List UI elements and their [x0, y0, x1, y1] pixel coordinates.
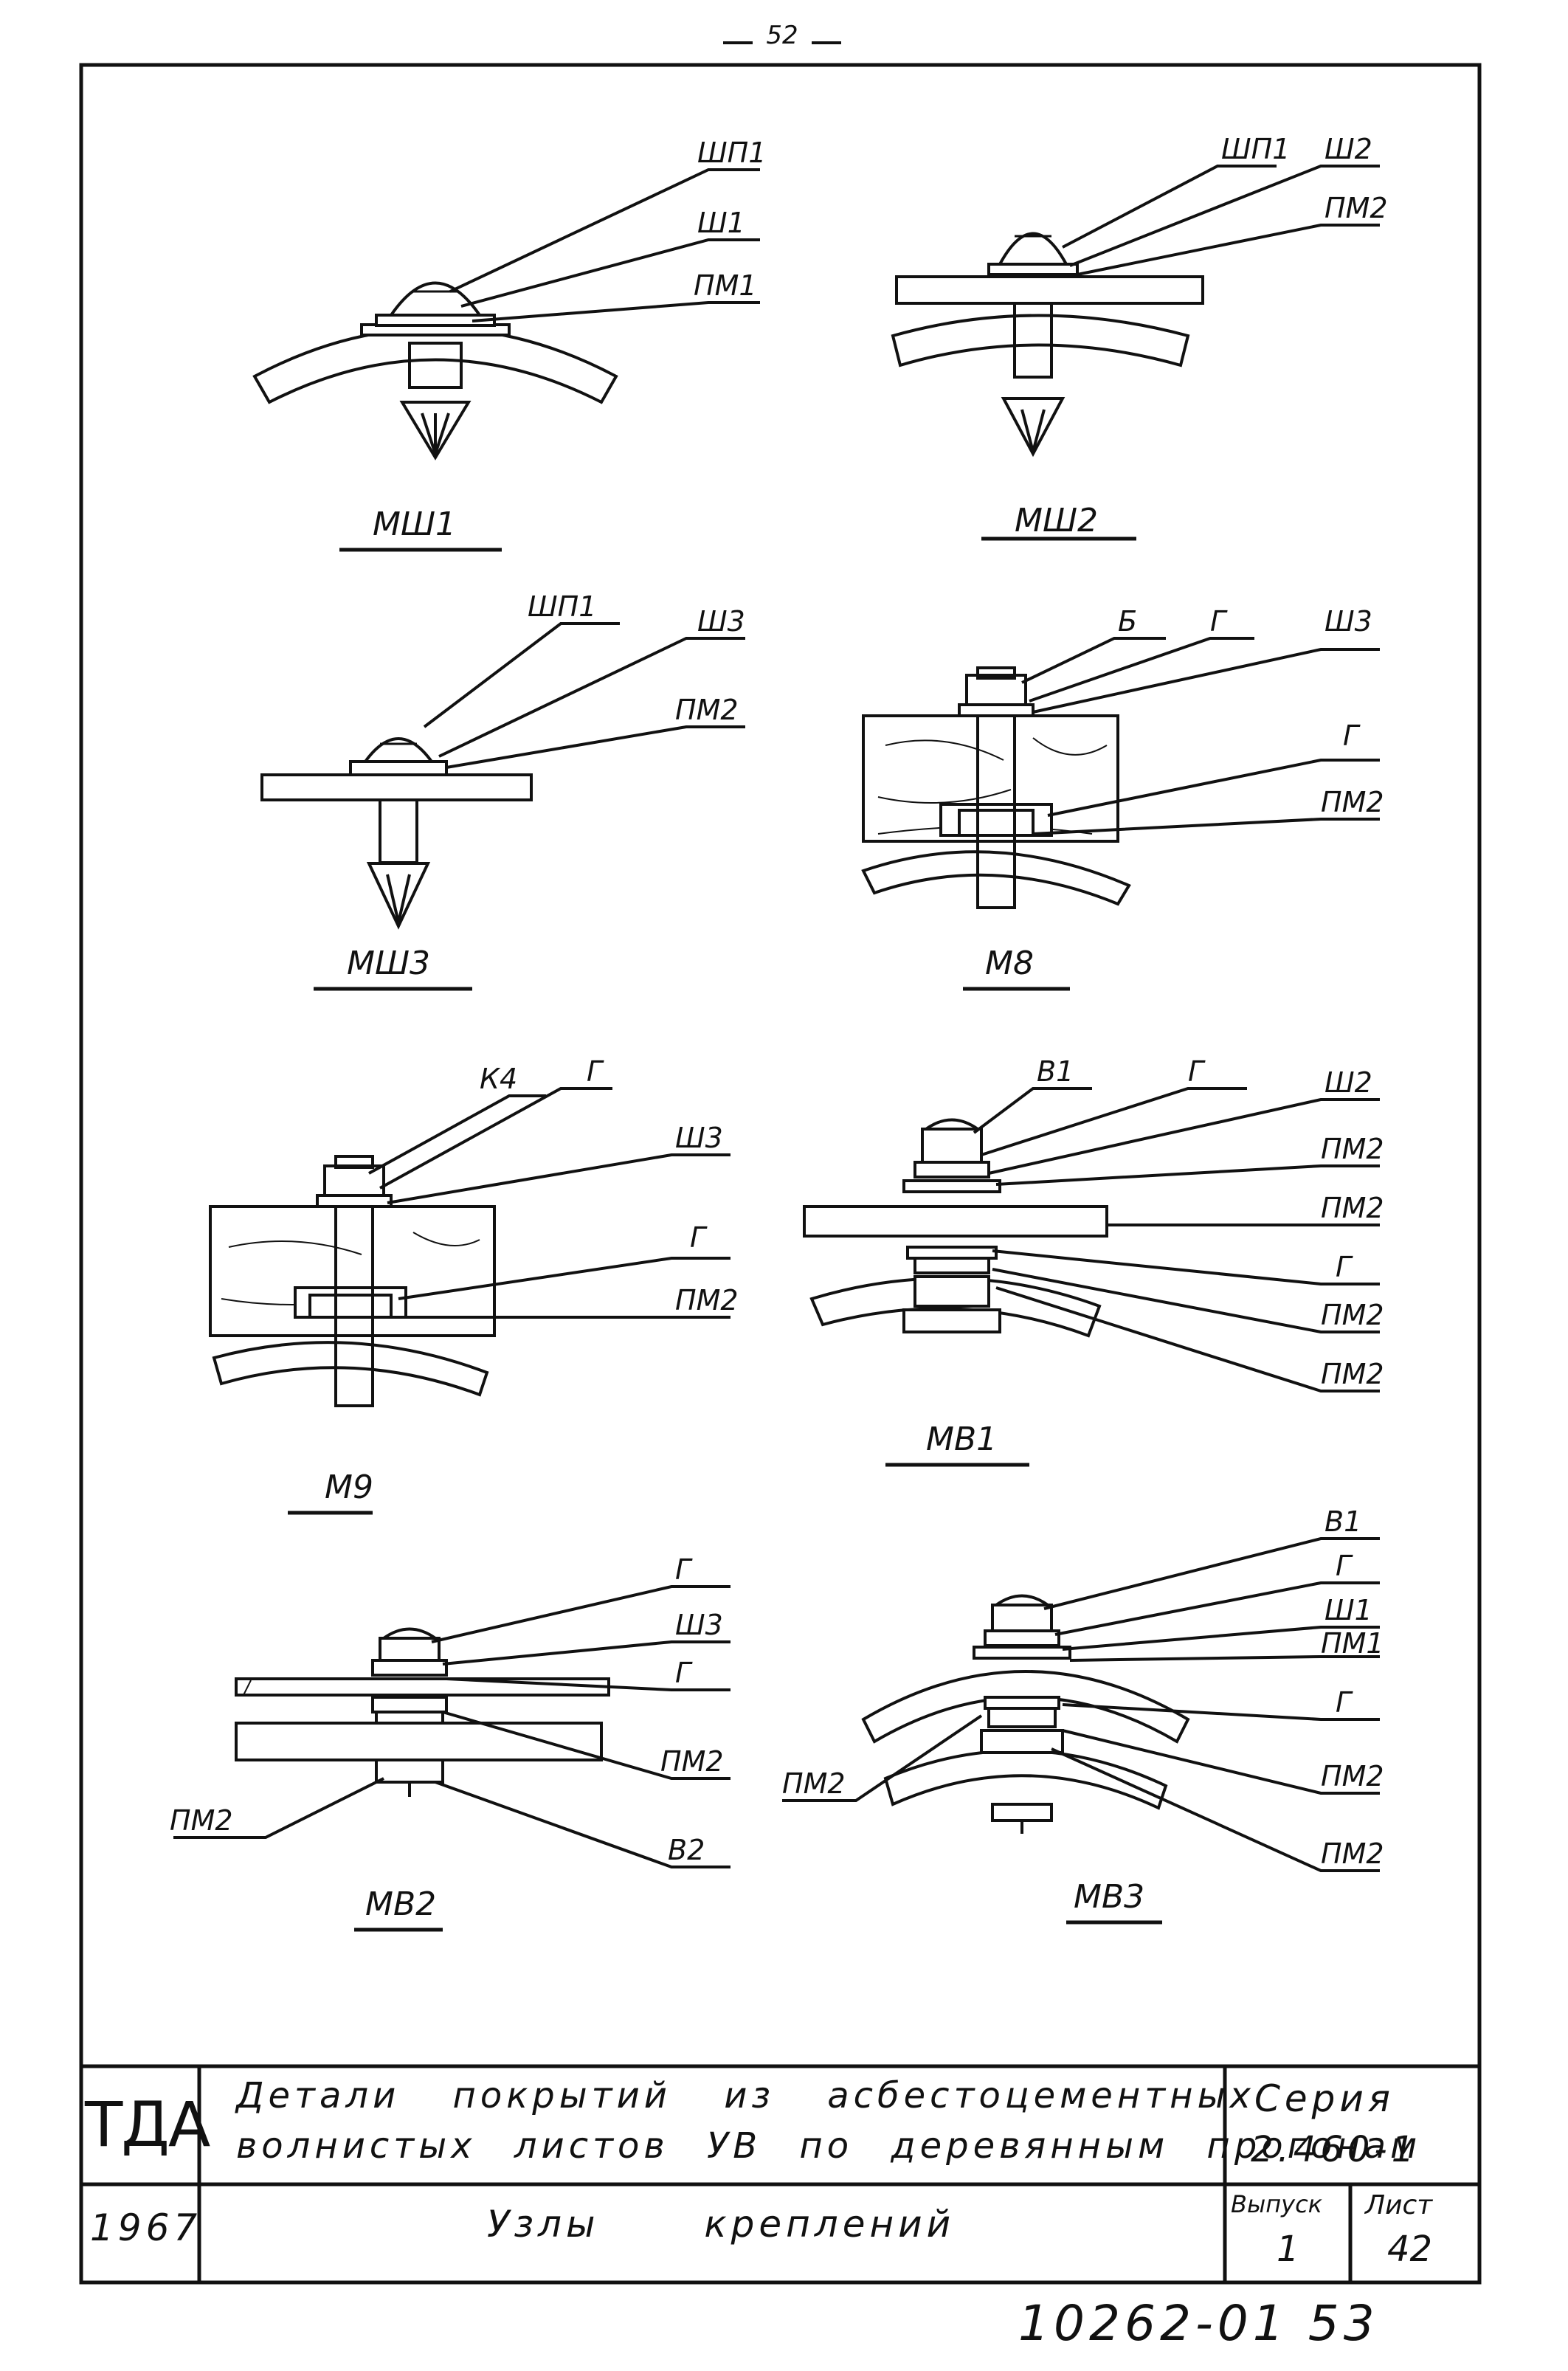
m9-label-g2: Г — [690, 1221, 708, 1254]
mv3-label-pm2-2: ПМ2 — [1321, 1837, 1384, 1870]
title-block-year: 1967 — [90, 2206, 202, 2249]
mv1-label-sh2: Ш2 — [1324, 1066, 1372, 1099]
msh1-label-sh1: Ш1 — [697, 207, 745, 239]
msh2-label-sh2: Ш2 — [1324, 133, 1372, 165]
figure-mv2 — [173, 1585, 731, 1932]
m8-label-pm2: ПМ2 — [1321, 786, 1384, 818]
title-block-title-line2: волнистых листов УВ по деревянным прогон… — [236, 2125, 1422, 2167]
msh3-label-shp1: ШП1 — [528, 590, 596, 623]
msh3-title: МШ3 — [347, 945, 430, 982]
mv2-label-v2: В2 — [668, 1834, 705, 1866]
msh3-label-pm2: ПМ2 — [675, 694, 739, 726]
msh2-title: МШ2 — [1015, 502, 1098, 539]
mv3-label-g2: Г — [1336, 1686, 1353, 1719]
figure-m9 — [209, 1087, 731, 1515]
msh1-title: МШ1 — [373, 505, 456, 543]
msh3-label-sh3: Ш3 — [697, 605, 745, 638]
figure-msh2 — [891, 165, 1380, 541]
m8-label-g: Г — [1210, 605, 1228, 638]
title-block-org: ТДА — [85, 2088, 210, 2161]
msh2-label-pm2: ПМ2 — [1324, 192, 1388, 224]
mv1-label-g2: Г — [1336, 1251, 1353, 1283]
mv1-label-g: Г — [1188, 1055, 1206, 1088]
mv2-label-pm2: ПМ2 — [660, 1745, 724, 1778]
mv1-title: МВ1 — [926, 1421, 997, 1458]
series-label: Серия — [1254, 2077, 1395, 2120]
title-block-subtitle: Узлы креплений — [487, 2203, 956, 2246]
m8-label-b: Б — [1118, 605, 1137, 638]
figure-msh3 — [260, 622, 745, 991]
msh2-label-shp1: ШП1 — [1221, 133, 1290, 165]
mv3-label-pm2-1: ПМ2 — [1321, 1760, 1384, 1792]
mv3-label-pm2-left: ПМ2 — [782, 1767, 846, 1800]
m9-title: М9 — [325, 1468, 373, 1506]
figure-mv3 — [782, 1537, 1380, 1925]
archive-number: 10262-01 53 — [1018, 2295, 1379, 2352]
drawing-frame — [79, 63, 1482, 2285]
m9-label-sh3: Ш3 — [675, 1122, 723, 1154]
title-block-title-line1: Детали покрытий из асбестоцементных — [236, 2075, 1255, 2116]
m8-label-sh3: Ш3 — [1324, 605, 1372, 638]
msh1-label-pm1: ПМ1 — [694, 269, 757, 302]
mv2-label-g: Г — [675, 1553, 693, 1586]
mv3-title: МВ3 — [1074, 1878, 1144, 1916]
mv3-label-pm1: ПМ1 — [1321, 1627, 1384, 1660]
m9-label-g: Г — [587, 1055, 604, 1088]
sheet-label: Лист — [1365, 2190, 1433, 2220]
mv1-label-pm2-2: ПМ2 — [1321, 1192, 1384, 1224]
sheet-value: 42 — [1387, 2229, 1433, 2270]
figure-msh1 — [252, 168, 760, 552]
mv1-label-pm2-1: ПМ2 — [1321, 1133, 1384, 1165]
figure-m8 — [861, 637, 1380, 991]
mv2-label-pm2-left: ПМ2 — [170, 1804, 233, 1837]
mv2-label-g2: Г — [675, 1657, 693, 1689]
m9-label-k4: К4 — [480, 1063, 517, 1095]
mv2-label-sh3: Ш3 — [675, 1609, 723, 1641]
mv2-title: МВ2 — [365, 1885, 436, 1923]
mv3-label-g: Г — [1336, 1550, 1353, 1582]
mv3-label-v1: В1 — [1324, 1505, 1361, 1538]
series-value: 2.460-1 — [1251, 2129, 1419, 2170]
issue-value: 1 — [1277, 2229, 1299, 2270]
mv1-label-v1: В1 — [1037, 1055, 1074, 1088]
mv1-label-pm2-4: ПМ2 — [1321, 1358, 1384, 1390]
msh1-label-shp1: ШП1 — [697, 137, 766, 169]
page-number: 52 — [723, 21, 841, 50]
m8-title: М8 — [985, 945, 1034, 982]
m9-label-pm2: ПМ2 — [675, 1284, 739, 1316]
title-block-grid — [81, 2064, 1479, 2282]
m8-label-g2: Г — [1343, 719, 1361, 752]
mv1-label-pm2-3: ПМ2 — [1321, 1299, 1384, 1331]
mv3-label-sh1: Ш1 — [1324, 1594, 1372, 1626]
issue-label: Выпуск — [1231, 2190, 1322, 2218]
figure-mv1 — [803, 1087, 1380, 1467]
